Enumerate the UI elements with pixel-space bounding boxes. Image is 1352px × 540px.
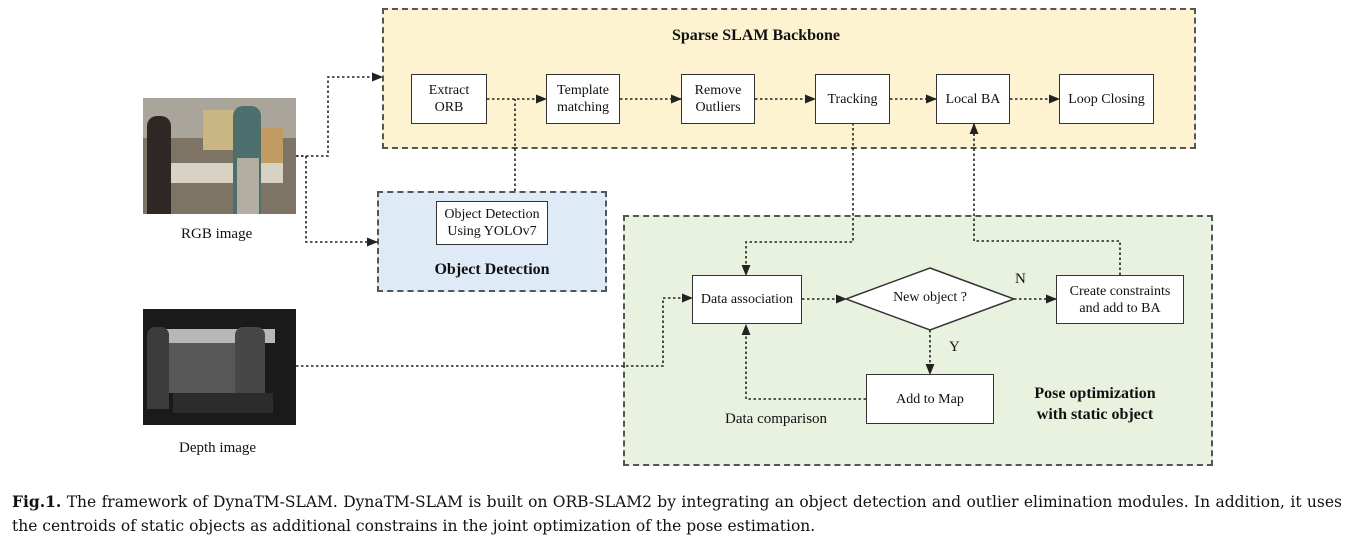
tracking-box: Tracking [815, 74, 890, 124]
create-constraints-box: Create constraints and add to BA [1056, 275, 1184, 324]
backbone-title: Sparse SLAM Backbone [671, 27, 841, 44]
add-to-map-box: Add to Map [866, 374, 994, 424]
arrow-depth-to-association [296, 293, 694, 367]
new-object-decision-shape [843, 267, 1017, 331]
yolo-detection-box: Object Detection Using YOLOv7 [436, 201, 548, 245]
data-association-box: Data association [692, 275, 802, 324]
depth-image [143, 309, 296, 425]
pose-optimization-title: Pose optimization with static object [1034, 385, 1156, 423]
arrow-constraints-to-localba [969, 122, 1121, 275]
data-comparison-label: Data comparison [725, 411, 828, 427]
remove-outliers-box: Remove Outliers [681, 74, 755, 124]
arrow-rgb-to-detection [296, 155, 379, 247]
extract-orb-box: Extract ORB [411, 74, 487, 124]
yes-branch-label: Y [949, 339, 960, 355]
template-matching-box: Template matching [546, 74, 620, 124]
rgb-image [143, 98, 296, 214]
arrow-rgb-to-backbone [296, 72, 384, 157]
arrow-tracking-to-association [741, 123, 854, 277]
figure-caption: Fig.1. The framework of DynaTM-SLAM. Dyn… [12, 490, 1342, 538]
caption-text: The framework of DynaTM-SLAM. DynaTM-SLA… [12, 493, 1342, 535]
local-ba-box: Local BA [936, 74, 1010, 124]
loop-closing-box: Loop Closing [1059, 74, 1154, 124]
no-branch-label: N [1015, 271, 1026, 287]
depth-image-label: Depth image [179, 440, 257, 456]
object-detection-title: Object Detection [434, 261, 550, 278]
arrow-map-to-association [741, 323, 866, 400]
pose-optimization-region [623, 215, 1213, 466]
rgb-image-label: RGB image [181, 226, 253, 242]
caption-label: Fig.1. [12, 492, 62, 511]
new-object-label: New object ? [893, 290, 967, 305]
